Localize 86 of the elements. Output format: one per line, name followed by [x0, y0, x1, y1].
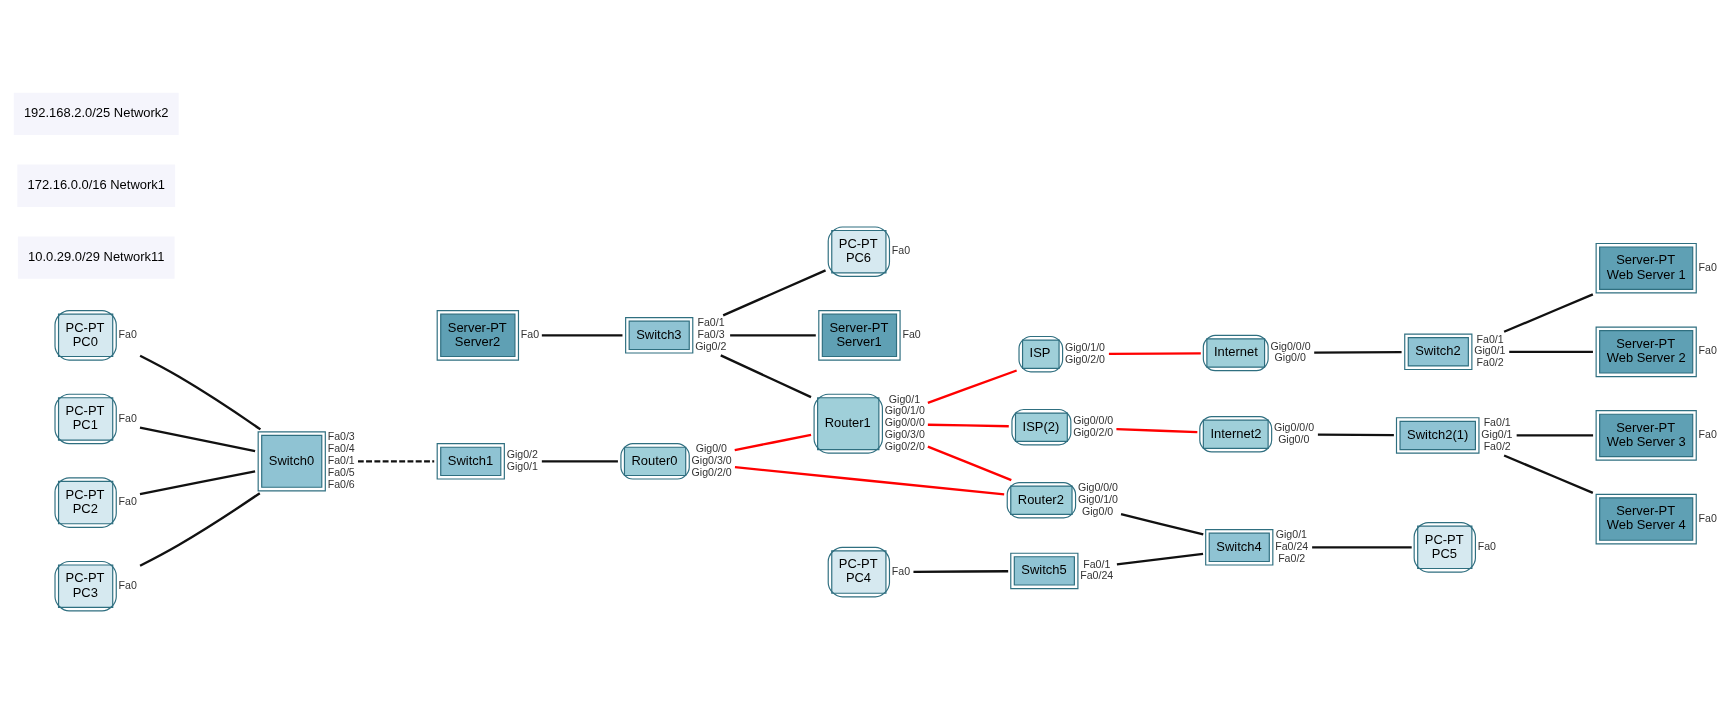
connector [730, 333, 816, 336]
connector [1503, 292, 1594, 333]
node-label: Fa0/3 [327, 429, 355, 442]
connector [927, 445, 1012, 481]
connector [358, 459, 435, 463]
node-label: Gig0/1 [506, 459, 538, 472]
connector [1317, 432, 1394, 436]
label: 10.0.29.0/29 Network11 [28, 248, 165, 264]
node-label: Fa0 [891, 564, 911, 577]
node-label: Fa0/24 [1080, 568, 1114, 581]
node-label: Gig0/1 [1481, 427, 1513, 440]
node-label: Gig0/2/0 [691, 465, 732, 478]
node-label: Fa0 [1698, 427, 1717, 440]
node-box: PC-PT PC6 [827, 225, 891, 277]
node-label: Gig0/0/0 [1274, 420, 1315, 433]
node-label: Gig0/2 [506, 447, 538, 460]
node-box: Server-PT Server2 [436, 309, 520, 361]
connector [734, 433, 812, 451]
connector [541, 459, 618, 463]
connector [1509, 350, 1593, 353]
node-label: Gig0/1 [1275, 527, 1307, 540]
node-box: Switch2(1) [1395, 416, 1480, 454]
connector [1503, 453, 1594, 494]
connector [927, 368, 1018, 404]
node-label: Fa0/5 [327, 465, 355, 478]
node-label: Fa0/2 [1483, 439, 1511, 452]
node-label: Gig0/0 [1274, 350, 1306, 363]
connector [734, 465, 1005, 496]
node-label: Fa0 [118, 494, 137, 507]
node-label: Fa0/1 [327, 453, 355, 466]
connector [720, 353, 812, 398]
node-label: Gig0/0/0 [884, 415, 925, 428]
node-label: Fa0 [1698, 511, 1717, 524]
node-label: Fa0 [118, 327, 137, 340]
node-label: Fa0/2 [1278, 551, 1306, 564]
node-label: Gig0/1 [1474, 343, 1506, 356]
node-label: Gig0/0 [1278, 432, 1310, 445]
node-label: Gig0/0 [1082, 504, 1114, 517]
node-label: Fa0/24 [1275, 539, 1309, 552]
node-label: Gig0/2/0 [1064, 352, 1106, 365]
connector [139, 354, 262, 430]
node-label: Fa0/4 [327, 441, 355, 454]
node-label: Fa0/1 [1483, 415, 1511, 428]
node-label: Fa0/6 [327, 477, 355, 489]
connector [541, 333, 623, 336]
connector [913, 569, 1009, 573]
connector [1312, 545, 1412, 548]
connector [1116, 427, 1198, 433]
connector [1516, 433, 1594, 437]
label: 192.168.2.0/25 Network2 [23, 104, 169, 120]
connector [927, 423, 1009, 427]
node-label: Gig0/0 [695, 441, 727, 454]
node-label: Fa0 [891, 243, 911, 256]
node-label: Fa0/1 [1476, 332, 1504, 345]
connector [1120, 512, 1204, 535]
node-label: Fa0 [1698, 343, 1717, 356]
label: 172.16.0.0/16 Network1 [27, 176, 165, 192]
node-label: Gig0/2 [695, 339, 727, 352]
connector [1314, 350, 1402, 354]
node-label: Fa0/3 [697, 327, 725, 340]
node-label: Fa0 [1698, 260, 1717, 273]
node-label: Fa0 [520, 327, 540, 340]
node-label: Fa0/1 [1083, 557, 1111, 570]
node-label: Gig0/0/0 [1077, 480, 1118, 493]
node-label: Gig0/1/0 [1077, 492, 1118, 505]
node-label: Gig0/0/0 [1270, 339, 1311, 352]
node-label: Fa0 [118, 411, 137, 424]
node-label: Fa0/2 [1476, 355, 1504, 368]
node-label: Fa0 [1477, 539, 1497, 552]
node-label: Gig0/1/0 [1064, 340, 1106, 353]
connector [1116, 552, 1204, 566]
node-label: Fa0/1 [697, 315, 725, 328]
connector [139, 469, 256, 495]
node-label: Fa0 [902, 327, 921, 340]
node-label: Gig0/2/0 [1073, 425, 1114, 438]
node-label: Gig0/1/0 [884, 403, 925, 416]
connector [722, 268, 827, 316]
connector [1108, 351, 1201, 355]
node-label: Gig0/0/0 [1073, 413, 1114, 426]
node-label: Gig0/1 [888, 392, 921, 405]
node-label: Gig0/3/0 [691, 453, 732, 466]
node-label: Gig0/3/0 [884, 427, 925, 440]
connector [139, 491, 261, 567]
connector [139, 426, 256, 452]
node-label: Fa0 [118, 578, 137, 591]
node-label: Gig0/2/0 [884, 439, 925, 452]
